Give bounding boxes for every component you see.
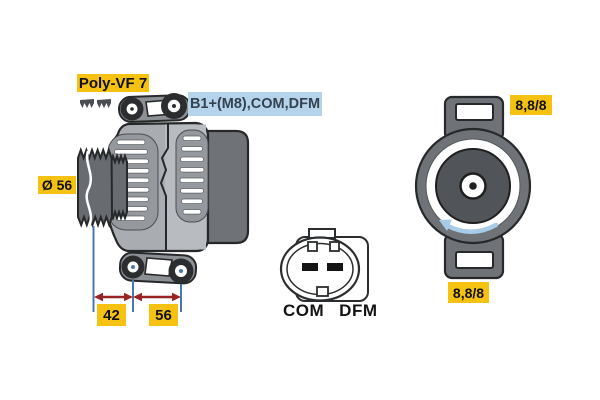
body-divider-line [159,124,169,250]
connector-pin-dfm-label: DFM [339,301,378,320]
dimension-arrow-56 [133,292,181,302]
terminals-label: B1+(M8),COM,DFM [188,92,322,116]
connector-notch-top-left [307,241,318,252]
connector-notch-bottom [316,286,329,297]
pulley-diameter-label: Ø 56 [38,176,76,194]
rear-cover [198,129,250,245]
dimension-56-label: 56 [149,304,178,326]
connector-pin-slot-dfm [327,263,343,271]
connector-notch-top-right [329,241,340,252]
alternator-rear-view [414,95,532,280]
bottom-lug-window [144,257,173,277]
shaft-spacer [110,152,128,222]
tightening-spec-top-label: 8,8/8 [510,95,552,115]
rear-lug-top-slot [455,103,494,121]
dimension-arrow-42 [94,292,133,302]
connector-drawing [279,228,369,302]
connector-pins-caption: COM DFM [283,301,378,321]
connector-pin-slot-com [302,263,318,271]
vent-slots-rear [179,135,205,215]
rear-lug-bottom-slot [455,251,494,269]
bottom-mounting-lug [118,251,198,285]
belt-rib-icon [80,99,94,108]
pulley-break-line [85,150,93,225]
connector-tab [308,228,336,239]
belt-type-label: Poly-VF 7 [77,74,149,92]
connector-pin-com-label: COM [283,301,325,320]
tightening-spec-bottom-label: 8,8/8 [448,282,489,303]
shaft-center-dot [469,182,477,190]
alternator-side-view [77,93,250,312]
dimension-lines [92,226,182,312]
dimension-42-label: 42 [97,304,126,326]
belt-rib-icon [97,99,111,108]
pulley [77,146,114,229]
top-mounting-lug [118,93,192,123]
rotation-arrow-icon [439,219,499,234]
vent-panel-rear [175,129,209,223]
